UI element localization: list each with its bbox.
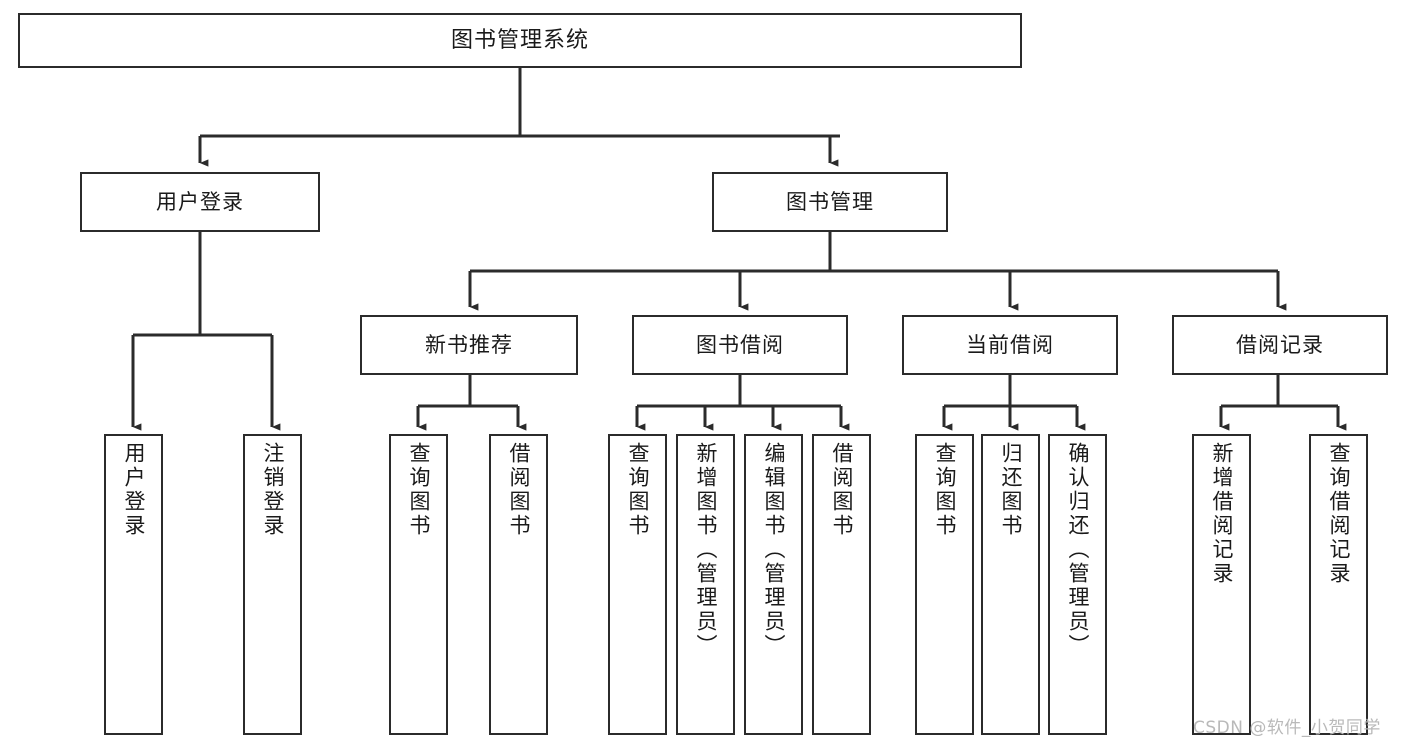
node-borrow-record[interactable]: 借阅记录: [1172, 315, 1388, 375]
node-leaf-label: 编辑图书（管理员）: [762, 442, 786, 658]
node-leaf-book-borrow-edit[interactable]: 编辑图书（管理员）: [744, 434, 803, 735]
node-leaf-current-borrow-query[interactable]: 查询图书: [915, 434, 974, 735]
node-leaf-label: 确认归还（管理员）: [1066, 442, 1090, 658]
node-leaf-label: 用户登录: [122, 442, 146, 538]
node-new-book-recommend-label: 新书推荐: [425, 332, 513, 357]
node-current-borrow-label: 当前借阅: [966, 332, 1054, 357]
node-leaf-book-borrow-add[interactable]: 新增图书（管理员）: [676, 434, 735, 735]
node-leaf-borrow-record-add[interactable]: 新增借阅记录: [1192, 434, 1251, 735]
node-leaf-user-login-login[interactable]: 用户登录: [104, 434, 163, 735]
node-leaf-label: 查询图书: [407, 442, 431, 538]
node-leaf-label: 借阅图书: [830, 442, 854, 538]
node-leaf-label: 归还图书: [999, 442, 1023, 538]
node-leaf-borrow-record-query[interactable]: 查询借阅记录: [1309, 434, 1368, 735]
node-leaf-current-borrow-return[interactable]: 归还图书: [981, 434, 1040, 735]
node-book-borrow[interactable]: 图书借阅: [632, 315, 848, 375]
node-book-management-label: 图书管理: [786, 189, 874, 214]
node-leaf-new-book-query[interactable]: 查询图书: [389, 434, 448, 735]
node-leaf-book-borrow-query[interactable]: 查询图书: [608, 434, 667, 735]
watermark-text: CSDN @软件_小贺同学: [1193, 718, 1381, 738]
node-leaf-label: 注销登录: [261, 442, 285, 538]
node-root-label: 图书管理系统: [450, 27, 589, 53]
node-new-book-recommend[interactable]: 新书推荐: [360, 315, 578, 375]
node-user-login[interactable]: 用户登录: [80, 172, 320, 232]
node-leaf-book-borrow-lend[interactable]: 借阅图书: [812, 434, 871, 735]
node-root-library-system[interactable]: 图书管理系统: [18, 13, 1022, 68]
node-leaf-label: 新增借阅记录: [1210, 442, 1234, 586]
node-book-management[interactable]: 图书管理: [712, 172, 948, 232]
node-leaf-label: 新增图书（管理员）: [694, 442, 718, 658]
node-borrow-record-label: 借阅记录: [1236, 332, 1324, 357]
node-user-login-label: 用户登录: [156, 189, 244, 214]
node-leaf-user-login-logout[interactable]: 注销登录: [243, 434, 302, 735]
node-book-borrow-label: 图书借阅: [696, 332, 784, 357]
node-current-borrow[interactable]: 当前借阅: [902, 315, 1118, 375]
node-leaf-label: 借阅图书: [507, 442, 531, 538]
node-leaf-label: 查询图书: [933, 442, 957, 538]
node-leaf-new-book-borrow[interactable]: 借阅图书: [489, 434, 548, 735]
node-leaf-current-borrow-confirm[interactable]: 确认归还（管理员）: [1048, 434, 1107, 735]
node-leaf-label: 查询借阅记录: [1327, 442, 1351, 586]
node-leaf-label: 查询图书: [626, 442, 650, 538]
